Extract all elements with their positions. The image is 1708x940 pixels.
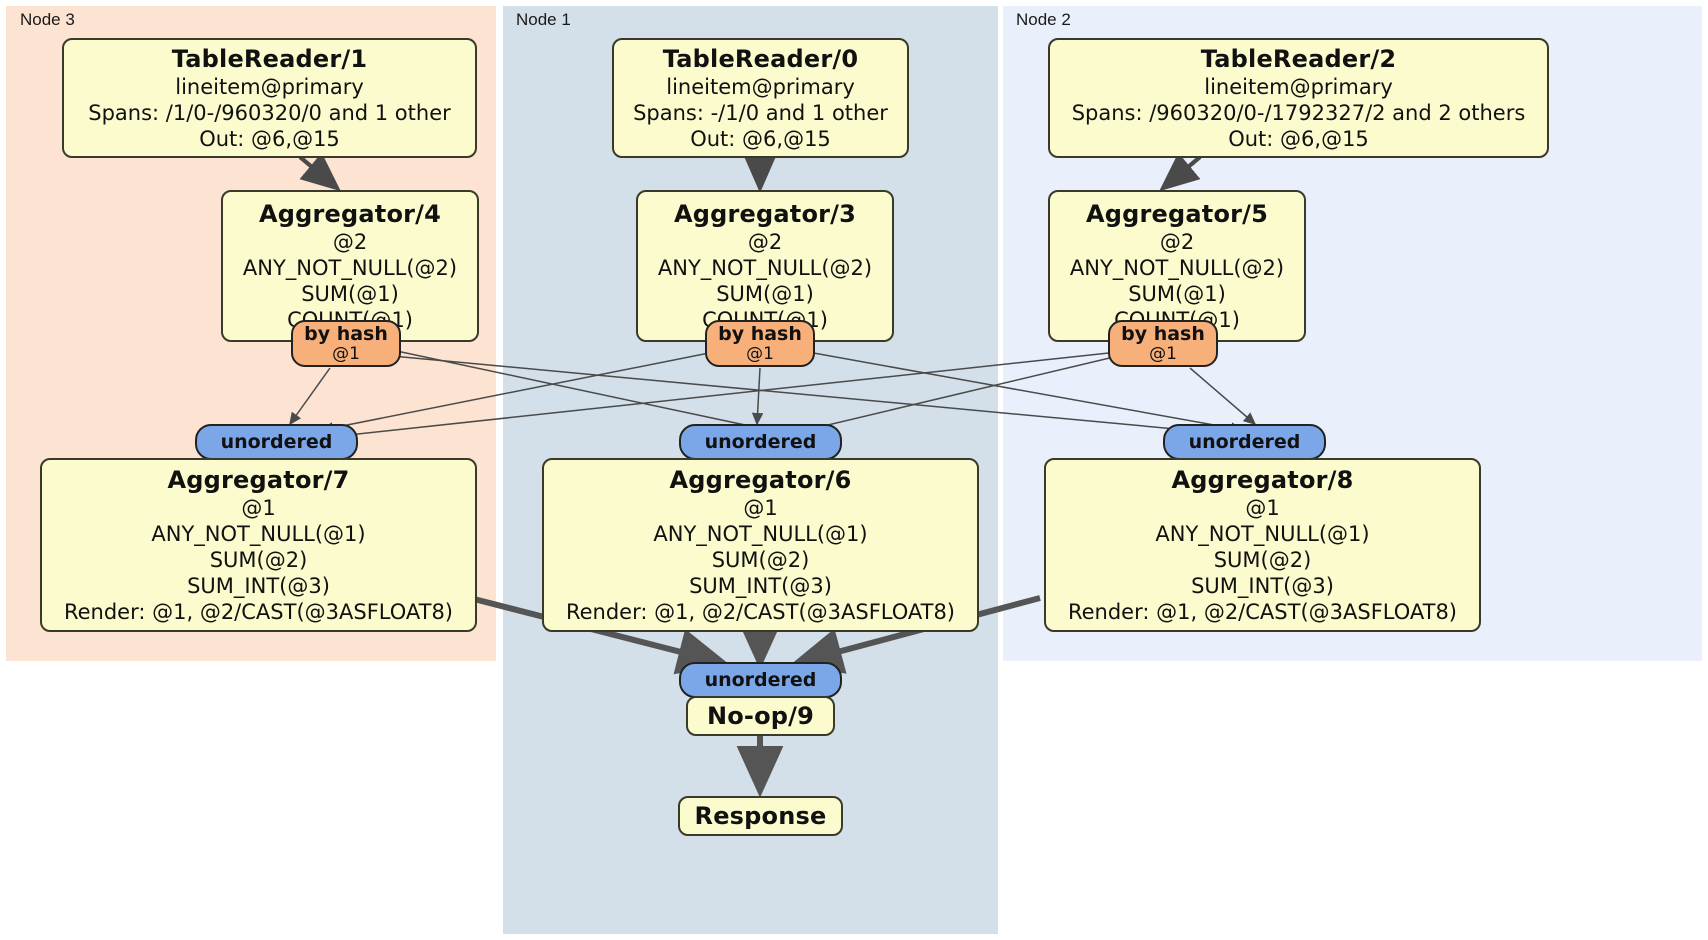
proc-line: Spans: /1/0-/960320/0 and 1 other — [88, 101, 451, 125]
proc-line: Render: @1, @2/CAST(@3ASFLOAT8) — [565, 600, 956, 624]
proc-line: ANY_NOT_NULL(@1) — [151, 522, 366, 546]
proc-line: Out: @6,@15 — [199, 127, 340, 151]
proc-line: @2 — [747, 230, 783, 254]
proc-line: Out: @6,@15 — [1228, 127, 1369, 151]
proc-line: SUM_INT(@3) — [1191, 574, 1334, 598]
badge-label: unordered — [1188, 430, 1301, 453]
proc-line: ANY_NOT_NULL(@1) — [653, 522, 868, 546]
proc-line: Spans: -/1/0 and 1 other — [633, 101, 888, 125]
proc-line: @1 — [743, 496, 778, 520]
proc-line: SUM_INT(@3) — [689, 574, 832, 598]
proc-line: Out: @6,@15 — [690, 127, 831, 151]
proc-line: SUM(@2) — [1213, 548, 1312, 572]
proc-line: SUM_INT(@3) — [187, 574, 330, 598]
proc-line: SUM(@1) — [1128, 282, 1226, 306]
proc-title: Aggregator/6 — [669, 466, 852, 494]
proc-line: ANY_NOT_NULL(@2) — [1069, 256, 1285, 280]
badge-label: unordered — [704, 430, 817, 453]
proc-line: @2 — [1159, 230, 1195, 254]
proc-line: lineitem@primary — [175, 75, 364, 99]
proc-line: Spans: /960320/0-/1792327/2 and 2 others — [1071, 101, 1526, 125]
proc-line: ANY_NOT_NULL(@2) — [657, 256, 873, 280]
proc-title: No-op/9 — [706, 702, 815, 730]
proc-line: SUM(@2) — [209, 548, 308, 572]
proc-line: Render: @1, @2/CAST(@3ASFLOAT8) — [1067, 600, 1458, 624]
badge-label: by hash — [718, 322, 802, 345]
badge-unordered-final[interactable]: unordered — [679, 662, 842, 698]
proc-title: Response — [694, 802, 827, 830]
proc-line: lineitem@primary — [666, 75, 855, 99]
badge-sublabel: @1 — [332, 343, 360, 364]
panel-node3-label: Node 3 — [20, 10, 75, 29]
panel-node2-label: Node 2 — [1016, 10, 1071, 29]
proc-aggregator5[interactable]: Aggregator/5 @2 ANY_NOT_NULL(@2) SUM(@1)… — [1048, 190, 1306, 342]
badge-by-hash-3[interactable]: by hash @1 — [705, 320, 815, 367]
proc-line: @1 — [1245, 496, 1280, 520]
proc-title: TableReader/0 — [662, 45, 859, 73]
badge-sublabel: @1 — [746, 343, 774, 364]
proc-line: Render: @1, @2/CAST(@3ASFLOAT8) — [63, 600, 454, 624]
proc-aggregator3[interactable]: Aggregator/3 @2 ANY_NOT_NULL(@2) SUM(@1)… — [636, 190, 894, 342]
badge-unordered-6[interactable]: unordered — [679, 424, 842, 460]
proc-aggregator7[interactable]: Aggregator/7 @1 ANY_NOT_NULL(@1) SUM(@2)… — [40, 458, 477, 632]
proc-line: ANY_NOT_NULL(@1) — [1155, 522, 1370, 546]
proc-line: ANY_NOT_NULL(@2) — [242, 256, 458, 280]
proc-line: SUM(@1) — [301, 282, 399, 306]
proc-noop9[interactable]: No-op/9 — [686, 696, 835, 736]
proc-tablereader1[interactable]: TableReader/1 lineitem@primary Spans: /1… — [62, 38, 477, 158]
proc-title: TableReader/1 — [171, 45, 368, 73]
panel-node1-label: Node 1 — [516, 10, 571, 29]
proc-aggregator6[interactable]: Aggregator/6 @1 ANY_NOT_NULL(@1) SUM(@2)… — [542, 458, 979, 632]
proc-title: Aggregator/3 — [673, 200, 857, 228]
badge-sublabel: @1 — [1149, 343, 1177, 364]
proc-tablereader0[interactable]: TableReader/0 lineitem@primary Spans: -/… — [612, 38, 909, 158]
badge-label: by hash — [1121, 322, 1205, 345]
proc-line: @1 — [241, 496, 276, 520]
badge-unordered-7[interactable]: unordered — [195, 424, 358, 460]
badge-label: unordered — [704, 668, 817, 691]
proc-title: Aggregator/8 — [1171, 466, 1354, 494]
proc-response[interactable]: Response — [678, 796, 843, 836]
proc-title: Aggregator/4 — [258, 200, 442, 228]
badge-label: by hash — [304, 322, 388, 345]
badge-by-hash-4[interactable]: by hash @1 — [291, 320, 401, 367]
proc-title: Aggregator/5 — [1085, 200, 1269, 228]
proc-line: SUM(@2) — [711, 548, 810, 572]
badge-label: unordered — [220, 430, 333, 453]
proc-tablereader2[interactable]: TableReader/2 lineitem@primary Spans: /9… — [1048, 38, 1549, 158]
proc-line: lineitem@primary — [1204, 75, 1393, 99]
proc-title: TableReader/2 — [1200, 45, 1397, 73]
badge-by-hash-5[interactable]: by hash @1 — [1108, 320, 1218, 367]
proc-line: SUM(@1) — [716, 282, 814, 306]
proc-line: @2 — [332, 230, 368, 254]
proc-aggregator8[interactable]: Aggregator/8 @1 ANY_NOT_NULL(@1) SUM(@2)… — [1044, 458, 1481, 632]
proc-title: Aggregator/7 — [167, 466, 350, 494]
badge-unordered-8[interactable]: unordered — [1163, 424, 1326, 460]
